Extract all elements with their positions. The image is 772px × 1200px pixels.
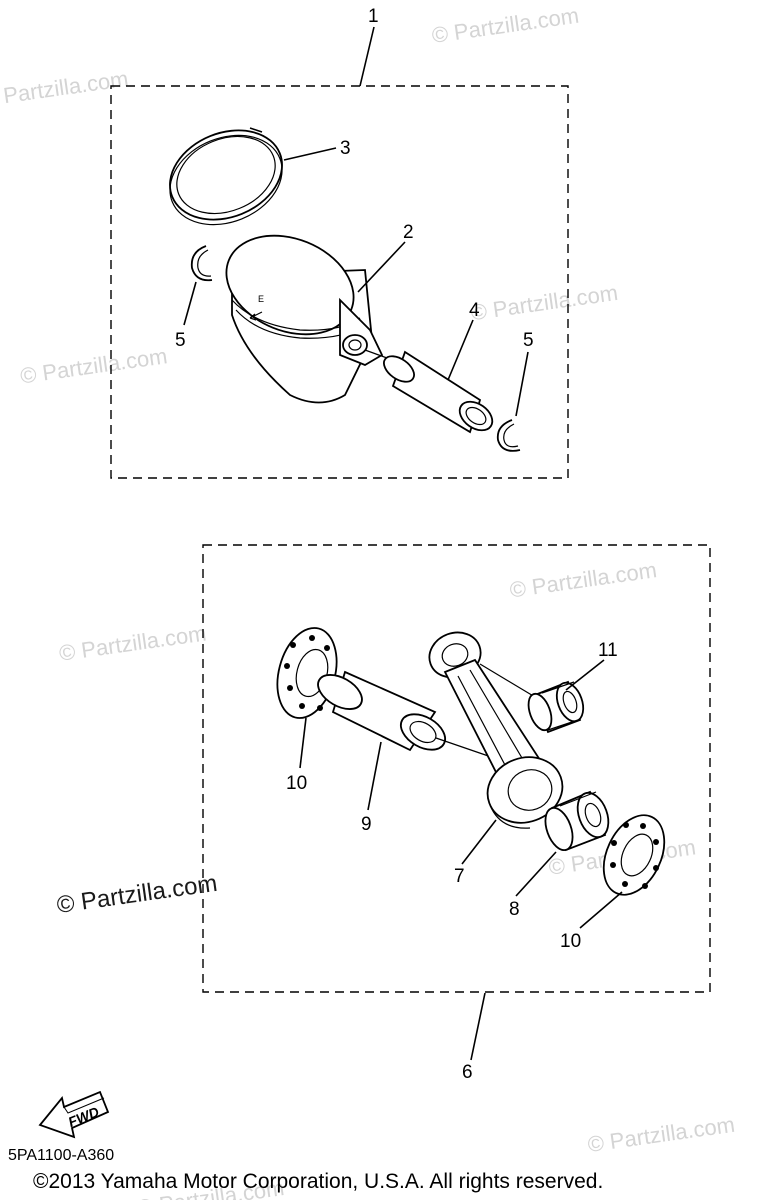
callout-6: 6 [462,1062,473,1083]
piston-pin [364,349,494,434]
leader-2 [357,241,406,293]
leader-9 [367,741,382,811]
piston: E [225,234,384,404]
watermark: © Partzilla.com [430,3,580,48]
svg-text:E: E [258,294,264,304]
leader-1 [359,26,375,87]
callout-5-left: 5 [175,330,186,351]
forward-arrow-icon: FWD [38,1090,110,1139]
thrust-washer-right [602,814,666,896]
piston-kit-group-box [110,85,569,479]
leader-11 [565,659,605,691]
leader-4 [447,319,474,381]
leader-7 [461,819,497,865]
watermark: © Partzilla.com [586,1112,736,1157]
callout-8: 8 [509,899,520,920]
callout-5-right: 5 [523,330,534,351]
piston-ring [169,127,283,226]
diagram-code: 5PA1100-A360 [8,1147,114,1164]
callout-3: 3 [340,138,351,159]
copyright: ©2013 Yamaha Motor Corporation, U.S.A. A… [33,1170,603,1193]
watermark-prominent: © Partzilla.com [55,870,219,919]
watermark: © Partzilla.com [19,343,169,388]
callout-9: 9 [361,814,372,835]
watermark: © Partzilla.com [469,280,619,325]
callout-2: 2 [403,222,414,243]
circlip-right [496,419,521,452]
connecting-rod [428,631,564,829]
leader-10-left [299,717,307,769]
leader-6 [470,992,486,1061]
leader-10-right [579,891,623,929]
crank-pin [317,670,501,761]
callout-10-left: 10 [286,773,307,794]
callout-11: 11 [598,640,618,661]
watermark-layer: © Partzilla.com © Partzilla.com © Partzi… [0,3,736,1200]
leader-8 [515,851,557,897]
circlip-left [190,245,213,282]
watermark: © Partzilla.com [58,620,208,665]
callout-10-right: 10 [560,931,581,952]
big-end-bearing [544,790,610,852]
leader-3 [283,147,337,161]
small-end-bearing [527,680,585,734]
callout-1: 1 [368,6,379,27]
callout-7: 7 [454,866,465,887]
watermark: © Partzilla.com [508,557,658,602]
leader-5-right [515,351,529,417]
connecting-rod-kit-group-box [202,544,711,993]
callout-4: 4 [469,300,480,321]
leader-5-left [183,281,197,326]
